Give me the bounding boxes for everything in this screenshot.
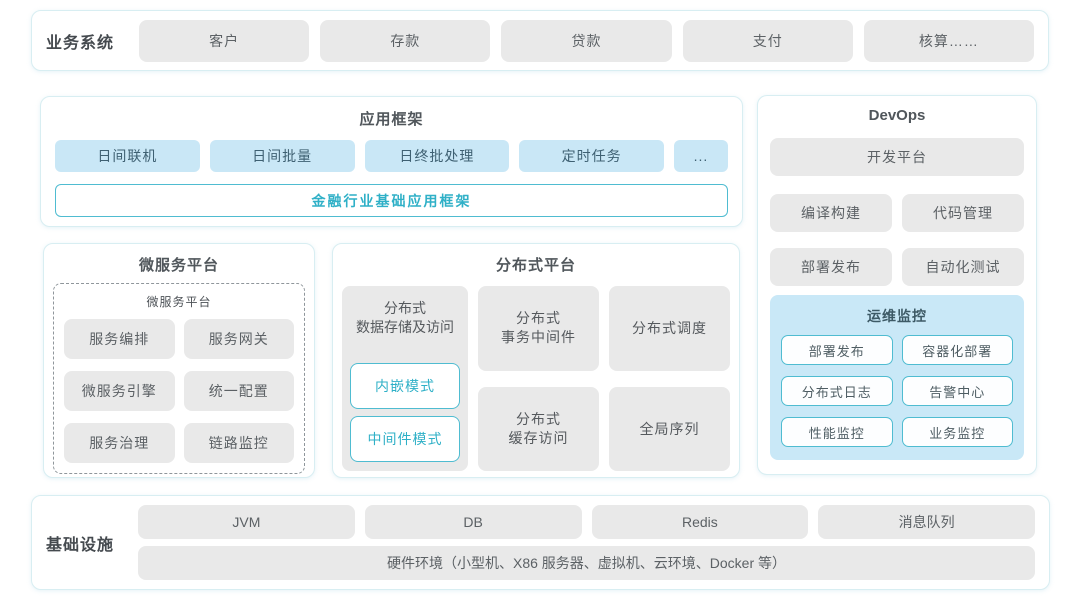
infrastructure-item-jvm: JVM [138, 505, 355, 539]
devops-panel: DevOps 开发平台 编译构建 代码管理 部署发布 自动化测试 运维监控 部署… [757, 95, 1037, 475]
devops-item-code-mgmt: 代码管理 [902, 194, 1024, 232]
app-framework-panel: 应用框架 日间联机 日间批量 日终批处理 定时任务 ... 金融行业基础应用框架 [40, 96, 743, 227]
business-system-item-payment: 支付 [682, 19, 853, 62]
infrastructure-item-db: DB [364, 505, 582, 539]
distributed-cell-scheduling: 分布式调度 [609, 286, 730, 371]
devops-dev-platform: 开发平台 [770, 138, 1024, 176]
app-framework-item-scheduled-task: 定时任务 [519, 140, 664, 172]
infrastructure-item-row: JVM DB Redis 消息队列 [138, 505, 1036, 539]
distributed-cell-transaction-middleware: 分布式 事务中间件 [478, 286, 599, 371]
business-system-item-loan: 贷款 [501, 19, 672, 62]
distributed-cell-global-sequence: 全局序列 [609, 386, 730, 471]
infrastructure-panel: 基础设施 JVM DB Redis 消息队列 硬件环境（小型机、X86 服务器、… [31, 495, 1050, 590]
distributed-grid: 分布式 数据存储及访问 内嵌模式 中间件模式 分布式 事务中间件 分布式调度 分… [342, 286, 730, 471]
business-systems-label: 业务系统 [46, 34, 115, 52]
infrastructure-stack: JVM DB Redis 消息队列 硬件环境（小型机、X86 服务器、虚拟机、云… [138, 505, 1036, 580]
distributed-platform-panel: 分布式平台 分布式 数据存储及访问 内嵌模式 中间件模式 分布式 事务中间件 分… [332, 243, 740, 478]
ops-item-business-monitor: 业务监控 [901, 417, 1013, 447]
microservice-inner-box: 微服务平台 服务编排 服务网关 微服务引擎 统一配置 服务治理 链路监控 [53, 283, 305, 474]
app-framework-item-row: 日间联机 日间批量 日终批处理 定时任务 ... [55, 140, 728, 172]
ops-item-distributed-log: 分布式日志 [781, 376, 893, 406]
microservice-item-orchestration: 服务编排 [64, 319, 175, 359]
microservice-inner-label: 微服务平台 [146, 295, 212, 309]
ops-monitoring-panel: 运维监控 部署发布 容器化部署 分布式日志 告警中心 性能监控 业务监控 [770, 295, 1024, 460]
ops-monitoring-title: 运维监控 [867, 308, 927, 324]
business-system-item-accounting: 核算…… [863, 19, 1035, 62]
microservice-platform-title: 微服务平台 [138, 257, 219, 274]
app-framework-item-eod-batch: 日终批处理 [364, 140, 510, 172]
infrastructure-label: 基础设施 [46, 536, 115, 554]
microservice-item-trace-monitor: 链路监控 [183, 423, 294, 463]
hardware-environment-bar: 硬件环境（小型机、X86 服务器、虚拟机、云环境、Docker 等） [138, 546, 1035, 580]
microservice-platform-panel: 微服务平台 微服务平台 服务编排 服务网关 微服务引擎 统一配置 服务治理 链路… [43, 243, 315, 478]
app-framework-title: 应用框架 [359, 111, 424, 128]
business-system-item-deposit: 存款 [320, 19, 491, 62]
ops-item-deploy-release: 部署发布 [781, 335, 893, 365]
base-framework-banner: 金融行业基础应用框架 [55, 184, 728, 217]
storage-mode-list: 内嵌模式 中间件模式 [349, 363, 461, 462]
ops-item-performance-monitor: 性能监控 [781, 417, 893, 447]
devops-title: DevOps [868, 107, 926, 124]
app-framework-item-daytime-batch: 日间批量 [209, 140, 355, 172]
storage-mode-embedded: 内嵌模式 [350, 363, 460, 409]
microservice-item-governance: 服务治理 [64, 423, 175, 463]
distributed-storage-label: 分布式 数据存储及访问 [356, 300, 454, 335]
devops-item-build: 编译构建 [770, 194, 892, 232]
microservice-item-engine: 微服务引擎 [64, 371, 175, 411]
microservice-item-gateway: 服务网关 [183, 319, 294, 359]
distributed-storage-box: 分布式 数据存储及访问 内嵌模式 中间件模式 [342, 286, 468, 471]
microservice-item-unified-config: 统一配置 [183, 371, 294, 411]
ops-item-alert-center: 告警中心 [901, 376, 1013, 406]
infrastructure-item-redis: Redis [591, 505, 809, 539]
business-systems-panel: 业务系统 客户 存款 贷款 支付 核算…… [31, 10, 1049, 71]
storage-mode-middleware: 中间件模式 [350, 416, 460, 462]
devops-item-deploy-release: 部署发布 [770, 248, 892, 286]
ops-item-container-deploy: 容器化部署 [901, 335, 1013, 365]
microservice-item-grid: 服务编排 服务网关 微服务引擎 统一配置 服务治理 链路监控 [64, 319, 294, 463]
devops-item-grid: 编译构建 代码管理 部署发布 自动化测试 [770, 194, 1024, 286]
business-system-item-customer: 客户 [139, 19, 310, 62]
distributed-platform-title: 分布式平台 [495, 257, 576, 274]
app-framework-item-more: ... [674, 140, 728, 172]
distributed-cell-cache-access: 分布式 缓存访问 [478, 386, 599, 471]
infrastructure-item-message-queue: 消息队列 [818, 505, 1036, 539]
app-framework-item-daytime-online: 日间联机 [55, 140, 200, 172]
devops-item-auto-test: 自动化测试 [902, 248, 1024, 286]
ops-monitoring-grid: 部署发布 容器化部署 分布式日志 告警中心 性能监控 业务监控 [781, 335, 1013, 447]
